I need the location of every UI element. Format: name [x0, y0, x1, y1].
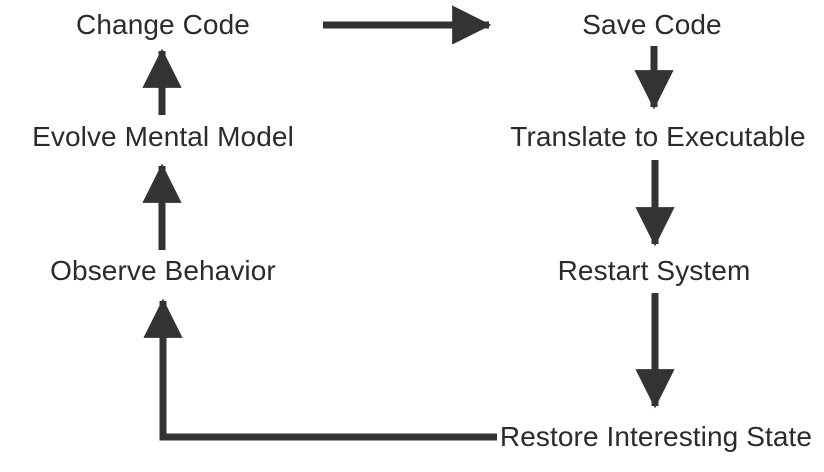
- node-evolve-mental-model: Evolve Mental Model: [32, 121, 294, 152]
- node-restart-system: Restart System: [557, 255, 751, 286]
- edge-restore-to-observe: [143, 298, 497, 441]
- node-restore-interesting-state: Restore Interesting State: [499, 421, 813, 452]
- node-save-code: Save Code: [582, 9, 722, 40]
- node-translate-to-executable: Translate to Executable: [510, 121, 806, 152]
- node-change-code: Change Code: [76, 9, 250, 40]
- node-observe-behavior: Observe Behavior: [50, 255, 276, 286]
